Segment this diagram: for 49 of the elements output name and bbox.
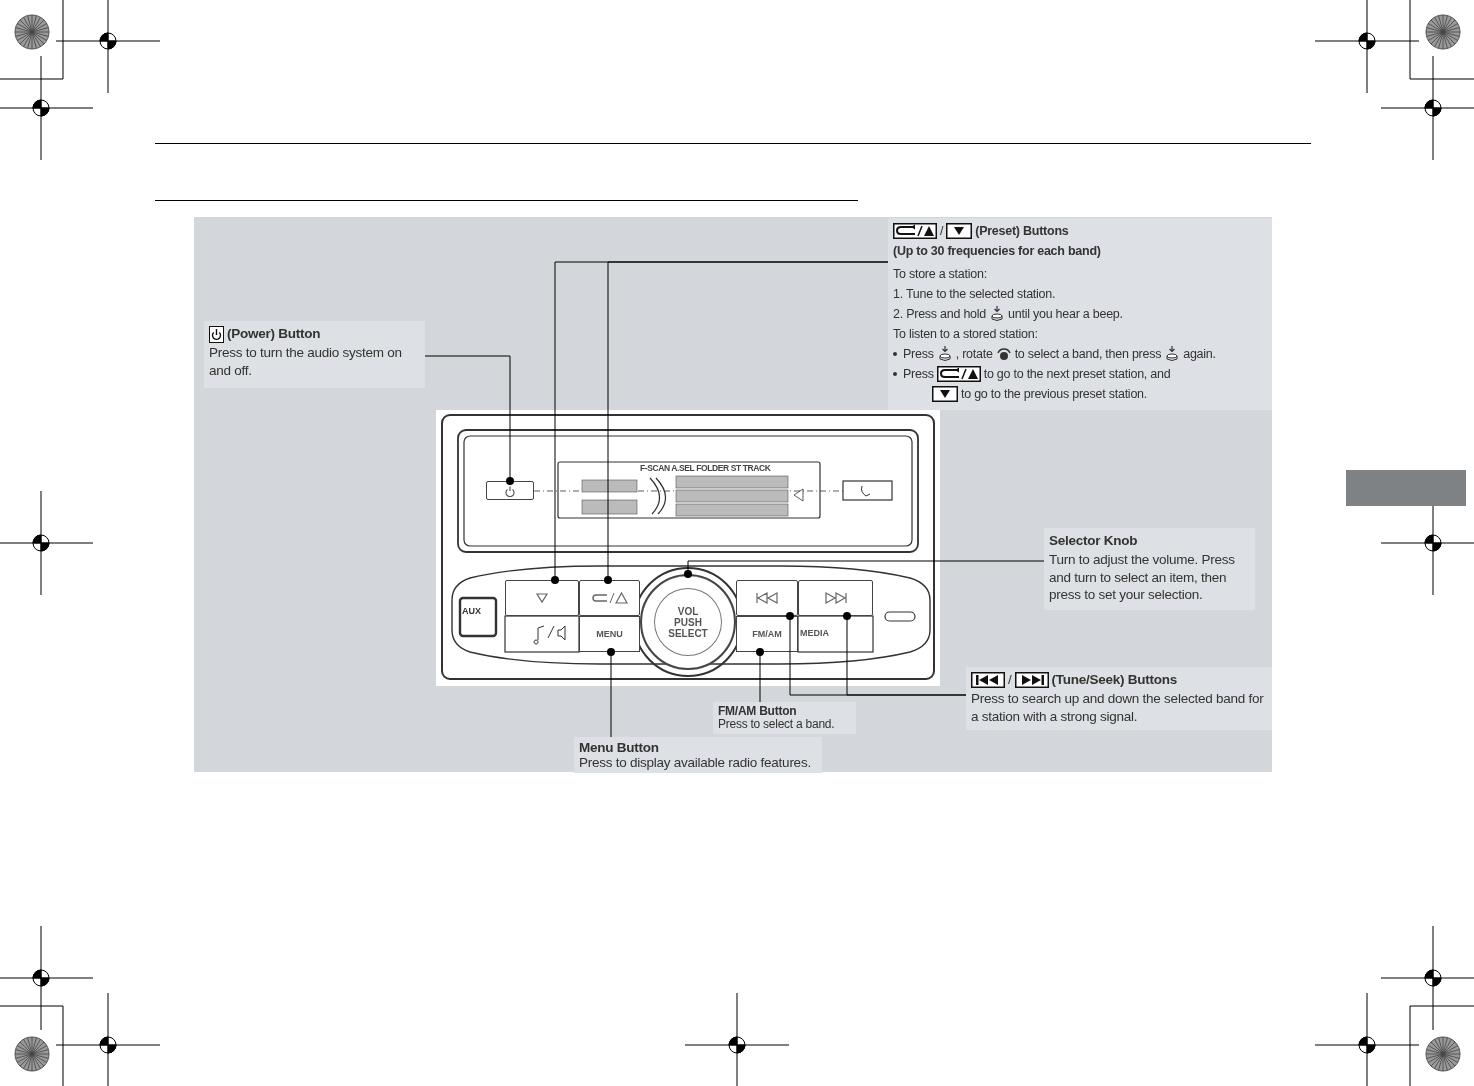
seek-forward-button: [798, 580, 873, 616]
callout-heading: (Power) Button: [227, 325, 321, 343]
leader-line: [843, 612, 967, 696]
callout-text: To listen to a stored station:: [893, 325, 1038, 343]
preset-up-button: [579, 580, 640, 616]
fm-am-button: FM/AM: [736, 616, 798, 652]
callout-heading: (Tune/Seek) Buttons: [1051, 671, 1178, 689]
section-tab: [1346, 470, 1466, 506]
leader-line: [756, 648, 764, 703]
callout-text: Turn to adjust the volume. Press and turn to select an item, then press to set your selection.: [1049, 551, 1236, 604]
callout-text: to go to the previous preset station.: [961, 385, 1147, 403]
callout-text: again.: [1183, 345, 1216, 363]
callout-text: 2. Press and hold: [893, 305, 987, 323]
callout-text: Press: [903, 365, 934, 383]
callout-text: , rotate: [955, 345, 993, 363]
power-button: [486, 481, 534, 500]
callout-box: [574, 737, 822, 773]
leader-line: [684, 560, 1045, 578]
aux-label: AUX: [462, 606, 481, 616]
callout-box: [966, 667, 1272, 730]
callout-text: to go to the next preset station, and: [983, 365, 1171, 383]
callout-text: Press to turn the audio system on and off.: [209, 344, 403, 380]
callout-box: [1044, 528, 1255, 610]
seek-back-button: [736, 580, 798, 616]
leader-line: [607, 648, 615, 738]
leader-line: [424, 355, 514, 485]
callout-text: Press to display available radio features.: [579, 755, 811, 770]
callout-heading: FM/AM Button: [718, 705, 797, 718]
callout-text: to select a band, then press: [1014, 345, 1162, 363]
callout-text: /: [1008, 671, 1012, 689]
callout-heading: (Preset) Buttons: [975, 222, 1069, 240]
callout-box: [204, 321, 425, 388]
callout-heading: Selector Knob: [1049, 532, 1138, 550]
callout-text: To store a station:: [893, 265, 987, 283]
callout-text: Press: [903, 345, 934, 363]
callout-heading: (Up to 30 frequencies for each band): [893, 242, 1101, 260]
menu-button: MENU: [579, 616, 640, 652]
media-label: MEDIA: [800, 628, 829, 638]
display-indicator-text: F-SCAN A.SEL FOLDER ST TRACK: [640, 463, 771, 474]
callout-text: /: [940, 222, 944, 240]
callout-heading: Menu Button: [579, 740, 659, 755]
preset-down-button: [505, 580, 579, 616]
callout-box: [713, 702, 856, 734]
callout-box: [888, 218, 1272, 410]
callout-text: Press to search up and down the selected band for a station with a strong signal.: [971, 690, 1265, 726]
callout-text: 1. Tune to the selected station.: [893, 285, 1056, 303]
callout-text: until you hear a beep.: [1008, 305, 1123, 323]
leader-line: [604, 261, 889, 584]
callout-text: Press to select a band.: [718, 718, 835, 731]
